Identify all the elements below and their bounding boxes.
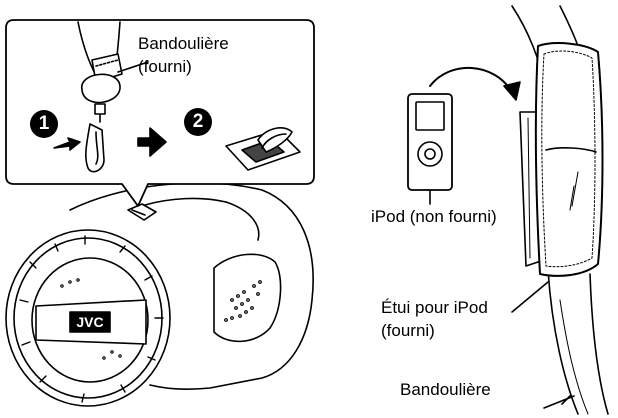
inset-strap: [77, 21, 149, 173]
case-label-line2: (fourni): [381, 321, 435, 340]
speaker-grille-dots: [224, 280, 262, 322]
insert-arrow-head: [503, 81, 521, 101]
camera-brand-label: JVC: [76, 314, 104, 330]
camcorder: [5, 182, 314, 407]
case-label-line1: Étui pour iPod: [381, 298, 488, 317]
right-arrow-icon: [137, 127, 167, 157]
step-1-badge: 1: [30, 110, 58, 138]
ipod: [407, 93, 453, 205]
strap-label: Bandoulière: [400, 380, 491, 399]
inset-strap-label-line2: (fourni): [138, 57, 192, 76]
insert-arrow: [429, 66, 513, 93]
inset-callout: [5, 19, 315, 207]
inset-strap-label-line1: Bandoulière: [138, 34, 229, 53]
step-2-badge: 2: [184, 108, 212, 136]
jvc-badge: [69, 311, 111, 333]
push-arrow-icon: [53, 137, 81, 151]
ipod-label: iPod (non fourni): [371, 207, 497, 226]
ipod-case: [511, 42, 604, 409]
inset-attach-hook: [225, 127, 301, 171]
